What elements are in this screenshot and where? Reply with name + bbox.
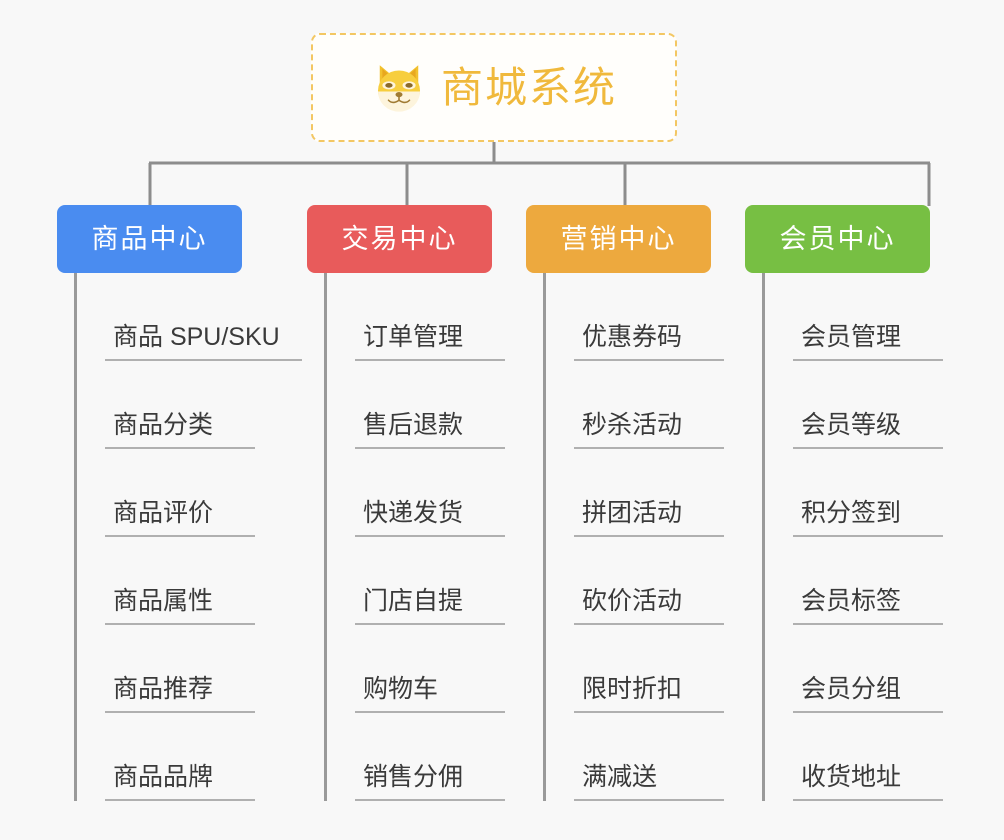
branch-header-3[interactable]: 会员中心 — [745, 205, 930, 273]
leaf-label: 售后退款 — [363, 410, 464, 439]
leaf-label: 拼团活动 — [582, 498, 683, 527]
leaf-label: 商品评价 — [113, 498, 214, 527]
leaf-label: 门店自提 — [363, 586, 464, 615]
branch-header-1[interactable]: 交易中心 — [307, 205, 492, 273]
leaf-label: 积分签到 — [801, 498, 902, 527]
root-node[interactable]: 商城系统 — [311, 33, 677, 142]
list-item[interactable]: 满减送 — [546, 713, 724, 801]
leaf-label: 收货地址 — [801, 762, 902, 791]
list-item[interactable]: 快递发货 — [327, 449, 505, 537]
list-item[interactable]: 商品品牌 — [77, 713, 302, 801]
list-item[interactable]: 商品推荐 — [77, 625, 302, 713]
list-item[interactable]: 商品分类 — [77, 361, 302, 449]
leaf-label: 商品推荐 — [113, 674, 214, 703]
list-item[interactable]: 门店自提 — [327, 537, 505, 625]
branch-header-0[interactable]: 商品中心 — [57, 205, 242, 273]
list-item[interactable]: 售后退款 — [327, 361, 505, 449]
leaf-label: 快递发货 — [363, 498, 464, 527]
branch-column-3: 会员中心 会员管理 会员等级 积分签到 会员标签 会员分组 收货地址 — [745, 205, 943, 801]
branch-items-3: 会员管理 会员等级 积分签到 会员标签 会员分组 收货地址 — [762, 273, 943, 801]
branch-items-1: 订单管理 售后退款 快递发货 门店自提 购物车 销售分佣 — [324, 273, 505, 801]
shiba-inu-dog-face-icon — [377, 64, 420, 112]
list-item[interactable]: 商品属性 — [77, 537, 302, 625]
root-title: 商城系统 — [440, 63, 617, 111]
leaf-label: 会员分组 — [801, 674, 902, 703]
leaf-label: 会员等级 — [801, 410, 902, 439]
list-item[interactable]: 优惠券码 — [546, 273, 724, 361]
list-item[interactable]: 商品评价 — [77, 449, 302, 537]
list-item[interactable]: 秒杀活动 — [546, 361, 724, 449]
branch-header-2[interactable]: 营销中心 — [526, 205, 711, 273]
branch-column-0: 商品中心 商品 SPU/SKU 商品分类 商品评价 商品属性 商品推荐 商品品牌 — [57, 205, 302, 801]
leaf-label: 满减送 — [582, 762, 658, 791]
leaf-label: 限时折扣 — [582, 674, 683, 703]
leaf-label: 会员管理 — [801, 322, 902, 351]
branch-column-1: 交易中心 订单管理 售后退款 快递发货 门店自提 购物车 销售分佣 — [307, 205, 505, 801]
branch-title-3: 会员中心 — [779, 223, 896, 254]
list-item[interactable]: 订单管理 — [327, 273, 505, 361]
list-item[interactable]: 销售分佣 — [327, 713, 505, 801]
leaf-label: 销售分佣 — [363, 762, 464, 791]
branch-title-2: 营销中心 — [560, 223, 677, 254]
list-item[interactable]: 商品 SPU/SKU — [77, 273, 302, 361]
leaf-label: 商品品牌 — [113, 762, 214, 791]
branch-title-0: 商品中心 — [91, 223, 208, 254]
leaf-label: 商品 SPU/SKU — [113, 322, 280, 351]
leaf-label: 购物车 — [363, 674, 439, 703]
leaf-label: 优惠券码 — [582, 322, 683, 351]
leaf-label: 商品属性 — [113, 586, 214, 615]
branch-items-0: 商品 SPU/SKU 商品分类 商品评价 商品属性 商品推荐 商品品牌 — [74, 273, 302, 801]
list-item[interactable]: 积分签到 — [765, 449, 943, 537]
leaf-label: 秒杀活动 — [582, 410, 683, 439]
leaf-label: 订单管理 — [363, 322, 464, 351]
list-item[interactable]: 会员标签 — [765, 537, 943, 625]
branch-title-1: 交易中心 — [341, 223, 458, 254]
leaf-label: 商品分类 — [113, 410, 214, 439]
list-item[interactable]: 会员管理 — [765, 273, 943, 361]
leaf-label: 会员标签 — [801, 586, 902, 615]
leaf-label: 砍价活动 — [582, 586, 683, 615]
branch-column-2: 营销中心 优惠券码 秒杀活动 拼团活动 砍价活动 限时折扣 满减送 — [526, 205, 724, 801]
list-item[interactable]: 收货地址 — [765, 713, 943, 801]
list-item[interactable]: 会员等级 — [765, 361, 943, 449]
list-item[interactable]: 购物车 — [327, 625, 505, 713]
list-item[interactable]: 砍价活动 — [546, 537, 724, 625]
branch-items-2: 优惠券码 秒杀活动 拼团活动 砍价活动 限时折扣 满减送 — [543, 273, 724, 801]
list-item[interactable]: 拼团活动 — [546, 449, 724, 537]
list-item[interactable]: 限时折扣 — [546, 625, 724, 713]
list-item[interactable]: 会员分组 — [765, 625, 943, 713]
